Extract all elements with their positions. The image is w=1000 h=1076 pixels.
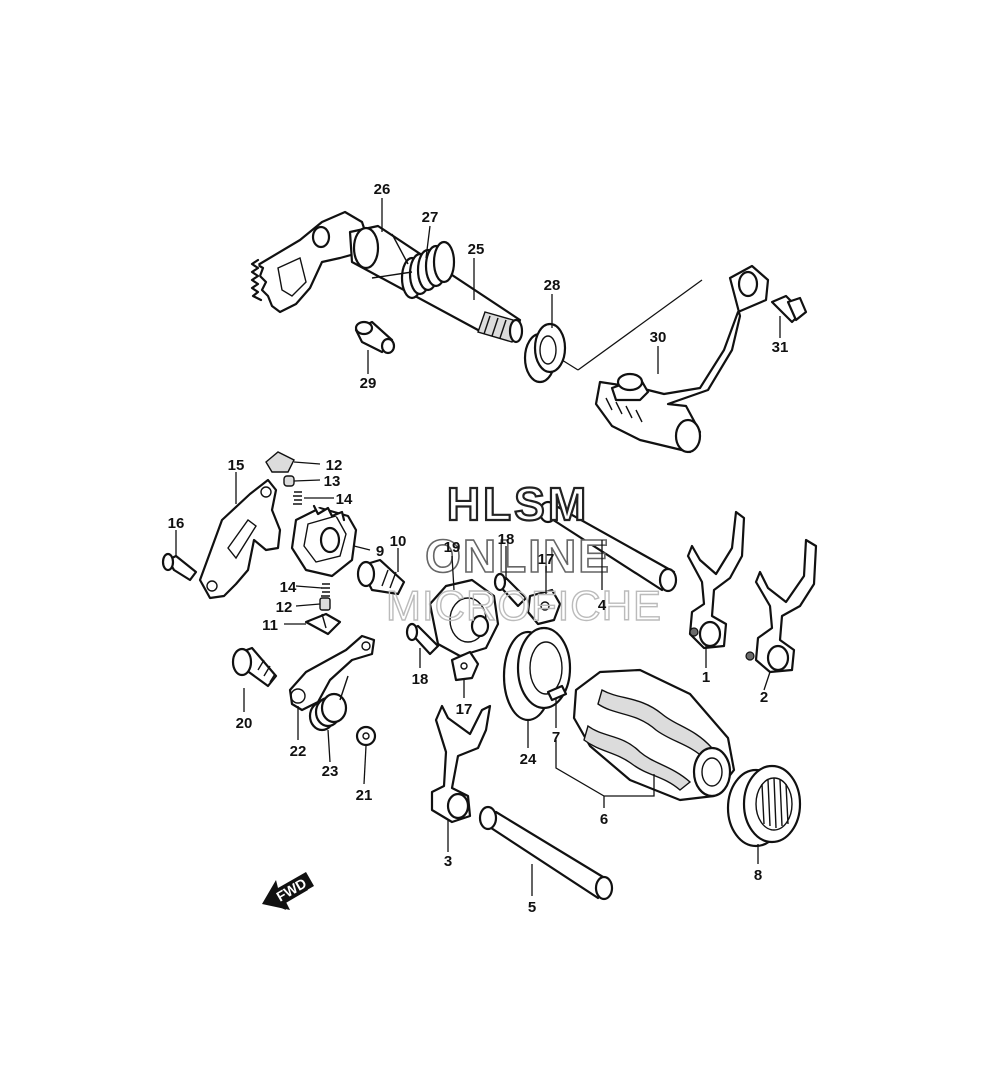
part-18-bolt-upper[interactable] bbox=[493, 572, 528, 608]
callout-27[interactable]: 27 bbox=[422, 209, 439, 226]
watermark-line-1: HLSM bbox=[447, 478, 589, 530]
part-30-shift-lever[interactable] bbox=[577, 264, 770, 454]
part-9-gearshift-cam[interactable] bbox=[290, 504, 358, 578]
part-13-pin-upper[interactable] bbox=[283, 475, 295, 487]
callout-3[interactable]: 3 bbox=[444, 853, 452, 870]
part-26-shift-shaft-arm[interactable] bbox=[250, 210, 370, 314]
part-19-cam-driven-gear[interactable] bbox=[428, 578, 500, 658]
part-12-cap-lower[interactable] bbox=[319, 597, 331, 611]
callout-12-lower[interactable]: 12 bbox=[276, 599, 293, 616]
callout-labels: 1 2 3 4 5 6 7 8 9 10 11 12 12 13 14 14 1… bbox=[168, 181, 789, 916]
part-1-shift-fork[interactable] bbox=[686, 510, 746, 650]
callout-7[interactable]: 7 bbox=[552, 729, 560, 746]
part-18-bolt-lower[interactable] bbox=[405, 622, 440, 656]
callout-30[interactable]: 30 bbox=[650, 329, 667, 346]
callout-21[interactable]: 21 bbox=[356, 787, 373, 804]
callout-14-lower[interactable]: 14 bbox=[280, 579, 297, 596]
part-7-pin[interactable] bbox=[546, 684, 568, 702]
part-14-spring-lower[interactable] bbox=[321, 583, 330, 597]
callout-11[interactable]: 11 bbox=[262, 617, 278, 634]
part-28-oil-seal[interactable] bbox=[523, 322, 579, 384]
watermark: HLSM ONLINE MICROFICHE bbox=[385, 477, 662, 630]
callout-18-upper[interactable]: 18 bbox=[498, 531, 515, 548]
part-17-plate-lower[interactable] bbox=[450, 650, 480, 682]
callout-2[interactable]: 2 bbox=[760, 689, 768, 706]
part-31-lever-bolt[interactable] bbox=[770, 294, 808, 324]
callout-25[interactable]: 25 bbox=[468, 241, 485, 258]
callout-8[interactable]: 8 bbox=[754, 867, 762, 884]
callout-1[interactable]: 1 bbox=[702, 669, 710, 686]
part-6-shift-drum[interactable] bbox=[572, 668, 736, 802]
callout-4[interactable]: 4 bbox=[598, 597, 607, 614]
part-4-fork-shaft-upper[interactable] bbox=[538, 500, 678, 593]
callout-6[interactable]: 6 bbox=[600, 811, 608, 828]
callout-26[interactable]: 26 bbox=[374, 181, 391, 198]
callout-23[interactable]: 23 bbox=[322, 763, 339, 780]
callout-29[interactable]: 29 bbox=[360, 375, 377, 392]
part-2-shift-fork[interactable] bbox=[745, 538, 818, 674]
callout-19[interactable]: 19 bbox=[444, 539, 461, 556]
callout-31[interactable]: 31 bbox=[772, 339, 789, 356]
part-5-fork-shaft-lower[interactable] bbox=[478, 805, 614, 901]
part-21-washer[interactable] bbox=[355, 725, 377, 747]
part-27-return-spring[interactable] bbox=[371, 233, 456, 300]
part-12-cap-upper[interactable] bbox=[265, 451, 295, 473]
callout-28[interactable]: 28 bbox=[544, 277, 561, 294]
part-3-shift-fork[interactable] bbox=[430, 704, 492, 824]
callout-20[interactable]: 20 bbox=[236, 715, 253, 732]
part-20-bolt[interactable] bbox=[231, 646, 278, 688]
part-16-bolt[interactable] bbox=[161, 552, 198, 582]
part-8-needle-bearing[interactable] bbox=[726, 764, 802, 848]
part-29-stopper-bolt[interactable] bbox=[354, 320, 396, 355]
callout-10[interactable]: 10 bbox=[390, 533, 407, 550]
callout-16[interactable]: 16 bbox=[168, 515, 185, 532]
leader-lines bbox=[175, 198, 781, 896]
callout-9[interactable]: 9 bbox=[376, 543, 384, 560]
part-15-cam-stopper-plate[interactable] bbox=[198, 478, 282, 600]
callout-17-upper[interactable]: 17 bbox=[538, 551, 555, 568]
forward-arrow-icon: FWD bbox=[262, 872, 314, 910]
callout-17-lower[interactable]: 17 bbox=[456, 701, 473, 718]
callout-24[interactable]: 24 bbox=[520, 751, 537, 768]
callout-14-upper[interactable]: 14 bbox=[336, 491, 353, 508]
part-14-spring-upper[interactable] bbox=[293, 491, 302, 505]
callout-15[interactable]: 15 bbox=[228, 457, 245, 474]
callout-13[interactable]: 13 bbox=[324, 473, 341, 490]
callout-12-upper[interactable]: 12 bbox=[326, 457, 343, 474]
part-17-plate-upper[interactable] bbox=[526, 588, 562, 626]
part-23-stopper-spring[interactable] bbox=[308, 675, 349, 732]
watermark-line-3: MICROFICHE bbox=[386, 582, 662, 629]
part-11-stopper[interactable] bbox=[304, 612, 342, 636]
callout-22[interactable]: 22 bbox=[290, 743, 307, 760]
callout-18-lower[interactable]: 18 bbox=[412, 671, 429, 688]
part-22-stopper-arm[interactable] bbox=[288, 634, 376, 712]
part-10-cam-bolt[interactable] bbox=[356, 558, 406, 596]
callout-5[interactable]: 5 bbox=[528, 899, 536, 916]
watermark-line-2: ONLINE bbox=[425, 530, 611, 582]
part-24-bearing[interactable] bbox=[502, 626, 572, 722]
